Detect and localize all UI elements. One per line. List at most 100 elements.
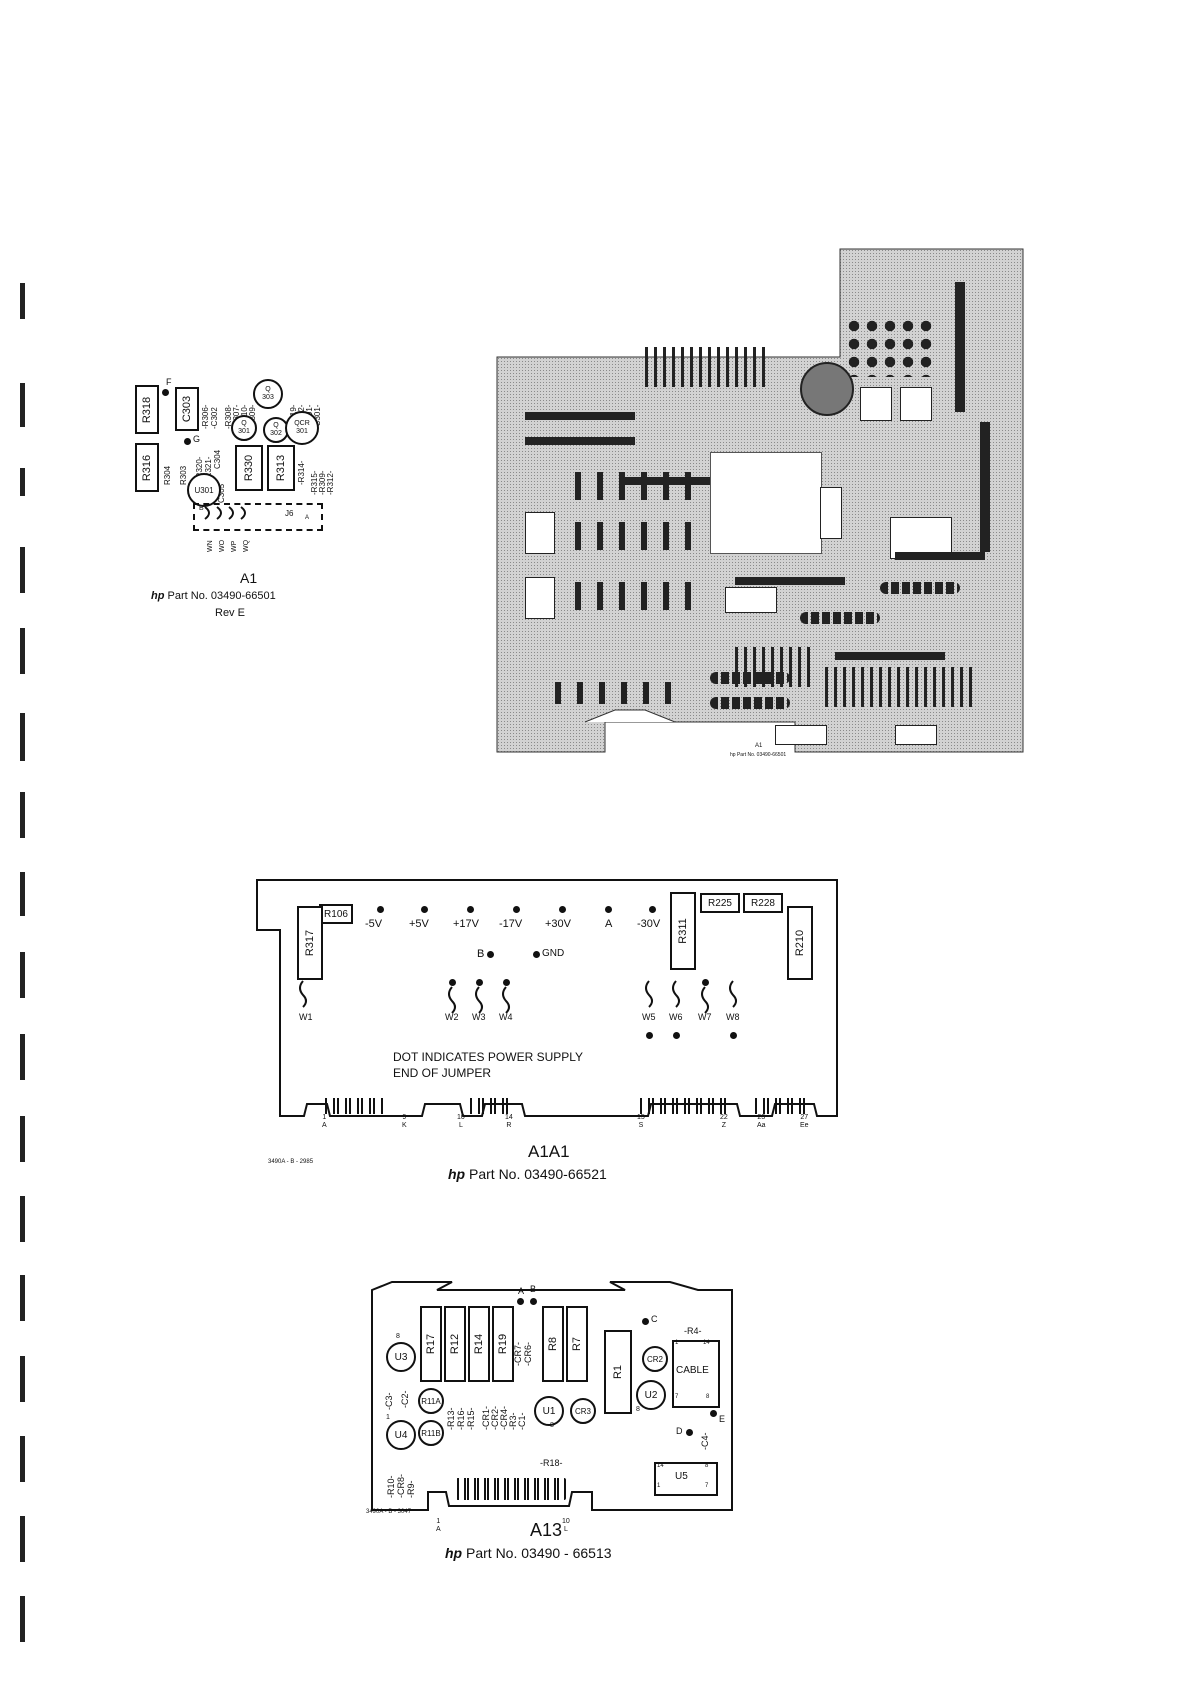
edge-contacts-aa-ee bbox=[755, 1098, 810, 1114]
resistor-row bbox=[575, 522, 695, 550]
relay bbox=[860, 387, 892, 421]
binding-mark bbox=[20, 1196, 25, 1242]
r14-resistor: R14 bbox=[468, 1306, 490, 1382]
f-label: F bbox=[166, 377, 172, 387]
jumper-dot bbox=[449, 979, 456, 986]
jumper-note-line1: DOT INDICATES POWER SUPPLY bbox=[393, 1050, 584, 1064]
u5-pin-bl: 1 bbox=[657, 1483, 661, 1489]
a1-revision: Rev E bbox=[215, 607, 245, 619]
a1a1-title: A1A1 bbox=[528, 1142, 570, 1161]
r317-resistor: R317 bbox=[297, 906, 323, 980]
connector-bar bbox=[955, 282, 965, 412]
b-dot bbox=[487, 951, 494, 958]
e-dot bbox=[710, 1410, 717, 1417]
a13-drawing-number: 3490A - B - 3047 bbox=[366, 1509, 412, 1515]
r228-resistor: R228 bbox=[743, 893, 783, 913]
connector-bar bbox=[735, 577, 845, 585]
cr7-cr6-label: -CR7- -CR6- bbox=[513, 1342, 533, 1366]
w6-label: W6 bbox=[669, 1012, 683, 1022]
a1-board-components: A1 hp Part No. 03490-66501 bbox=[495, 247, 1025, 762]
edge-contacts-a-k bbox=[325, 1098, 385, 1114]
r315-group-label: -R315- -R309- -R312- bbox=[310, 470, 335, 495]
r106-resistor: R106 bbox=[319, 904, 353, 924]
r304-label: R304 bbox=[163, 465, 172, 485]
c-label: C bbox=[651, 1314, 658, 1324]
j6-label: J6 bbox=[285, 509, 294, 518]
jumper-dot bbox=[730, 1032, 737, 1039]
b-dot bbox=[530, 1298, 537, 1305]
u3-pin: 8 bbox=[396, 1333, 400, 1340]
supply-dot-m17v bbox=[513, 906, 520, 913]
resistor-row bbox=[575, 582, 695, 610]
supply-dot-a bbox=[605, 906, 612, 913]
u5-ic bbox=[654, 1462, 718, 1496]
w8-label: W8 bbox=[726, 1012, 740, 1022]
a-label: A bbox=[305, 515, 310, 521]
ic-chip bbox=[525, 577, 555, 619]
g-dot bbox=[184, 438, 191, 445]
u1-pin: 8 bbox=[550, 1422, 554, 1429]
ic-chip bbox=[525, 512, 555, 554]
u5-pin-tl: 14 bbox=[657, 1463, 664, 1469]
r19-resistor: R19 bbox=[492, 1306, 514, 1382]
ic-chip bbox=[775, 725, 827, 745]
supply-dot-m5v bbox=[377, 906, 384, 913]
jumper-loops bbox=[204, 506, 246, 520]
c4-label: -C4- bbox=[700, 1432, 710, 1451]
connector-bar bbox=[980, 422, 990, 552]
b-label: B bbox=[199, 505, 204, 512]
supply-label-p5v: +5V bbox=[409, 918, 429, 930]
supply-label-m30v: -30V bbox=[637, 918, 661, 930]
jumper-note-line2: END OF JUMPER bbox=[393, 1066, 492, 1080]
supply-label-a: A bbox=[605, 918, 613, 930]
a-dot bbox=[517, 1298, 524, 1305]
connector-bar bbox=[525, 412, 635, 420]
supply-label-p30v: +30V bbox=[545, 918, 571, 930]
r11a-component: R11A bbox=[418, 1388, 444, 1414]
supply-label-m5v: -5V bbox=[365, 918, 383, 930]
d-dot bbox=[686, 1429, 693, 1436]
cr-group-label: -CR1- -CR2- -CR4- -R3- -C1- bbox=[481, 1406, 527, 1430]
r13-group-label: -R13- -R16- -R15- bbox=[446, 1407, 476, 1430]
binding-mark bbox=[20, 952, 25, 998]
u4-ic: U4 bbox=[386, 1420, 416, 1450]
a1-board-part: hp Part No. 03490-66501 bbox=[730, 752, 787, 758]
r225-resistor: R225 bbox=[700, 893, 740, 913]
w4-label: W4 bbox=[499, 1012, 513, 1022]
u5-pin-br: 7 bbox=[705, 1483, 709, 1489]
binding-mark bbox=[20, 713, 25, 761]
w5-label: W5 bbox=[642, 1012, 656, 1022]
q303-transistor: Q 303 bbox=[253, 379, 283, 409]
jumper-dot bbox=[476, 979, 483, 986]
cable-pin-tr: 14 bbox=[703, 1340, 710, 1346]
wq-label: WQ bbox=[243, 539, 250, 552]
e-label: E bbox=[719, 1414, 726, 1424]
r18-label: -R18- bbox=[540, 1458, 563, 1468]
binding-mark bbox=[20, 547, 25, 593]
binding-mark bbox=[20, 1356, 25, 1402]
r17-resistor: R17 bbox=[420, 1306, 442, 1382]
u5-label: U5 bbox=[675, 1471, 688, 1482]
capacitor-row bbox=[710, 697, 790, 709]
r313-resistor: R313 bbox=[267, 445, 295, 491]
ic-chip bbox=[820, 487, 842, 539]
c303-capacitor: C303 bbox=[175, 387, 199, 431]
f-dot bbox=[162, 389, 169, 396]
r318-resistor: R318 bbox=[135, 385, 159, 434]
g-label: G bbox=[193, 434, 201, 444]
r330-resistor: R330 bbox=[235, 445, 263, 491]
a1-board-caption: A1 bbox=[755, 743, 763, 749]
binding-mark bbox=[20, 1436, 25, 1482]
c-dot bbox=[642, 1318, 649, 1325]
r4-label: -R4- bbox=[684, 1326, 702, 1336]
d-label: D bbox=[676, 1426, 683, 1436]
jumper-dot bbox=[503, 979, 510, 986]
binding-mark bbox=[20, 1034, 25, 1080]
cable-pin-br: 8 bbox=[706, 1394, 710, 1400]
